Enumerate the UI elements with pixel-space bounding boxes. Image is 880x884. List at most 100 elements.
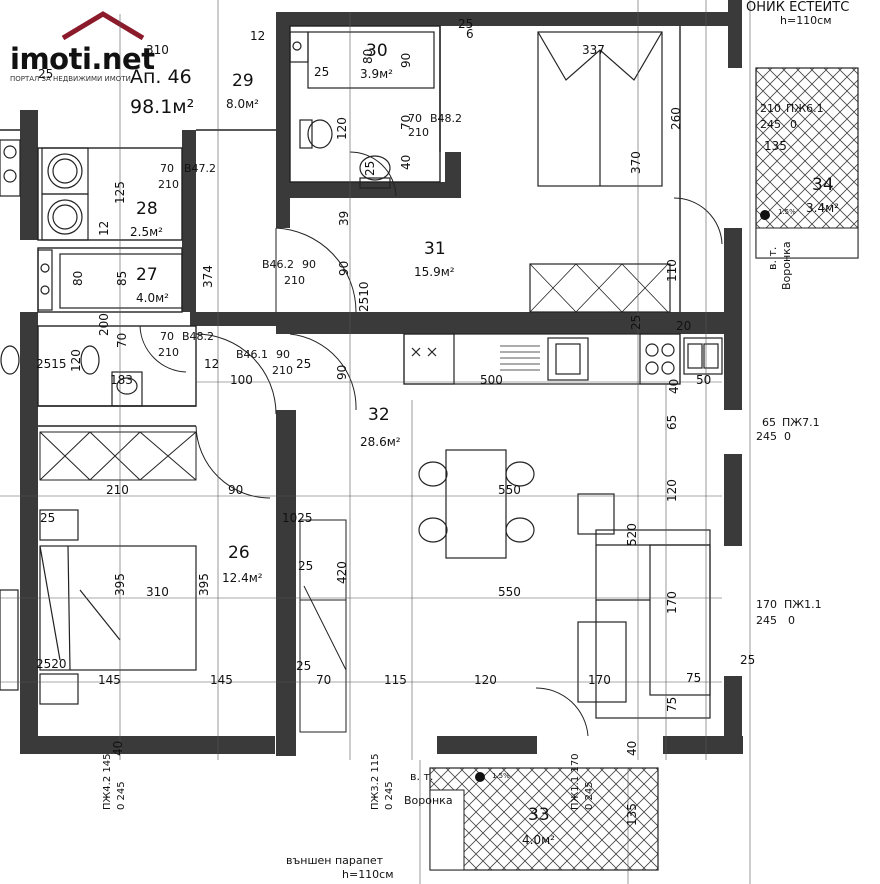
plan-label: 80 <box>361 49 375 64</box>
apartment-label: Ап. 46 <box>130 66 192 88</box>
plan-label: 25 <box>363 161 377 176</box>
room-number: 32 <box>368 405 390 425</box>
kitchen <box>403 333 723 385</box>
plan-label: 550 <box>498 483 521 497</box>
apartment-area-value: 98.1м² <box>130 96 195 118</box>
plan-label: ПЖ1.1 <box>784 598 822 611</box>
plan-label: 395 <box>197 573 211 596</box>
apartment-number: Ап. 46 <box>130 66 192 88</box>
header-text: ОНИК ЕСТЕЙТС <box>746 0 850 15</box>
plan-label: В46.1 <box>236 348 268 361</box>
plan-label: 90 <box>399 53 413 68</box>
plan-label: 25 <box>38 67 53 81</box>
brand-logo: imoti.net ПОРТАЛ ЗА НЕДВИЖИМИ ИМОТИ <box>8 8 178 88</box>
plan-label: 80 <box>71 271 85 286</box>
plan-label: 2510 <box>357 281 371 312</box>
header-watermark: ОНИК ЕСТЕЙТС <box>746 0 849 15</box>
apartment-area: 98.1м² <box>130 96 194 118</box>
room-labels: 29 8.0м² 30 3.9м² 31 15.9м² 28 2.5м² 27 … <box>130 41 839 847</box>
plan-label: 135 <box>764 139 787 153</box>
room-number: 28 <box>136 199 158 219</box>
plan-label: В48.2 <box>430 112 462 125</box>
plan-label: 210 <box>106 483 129 497</box>
plan-label: в. т. <box>766 247 779 270</box>
plan-label: 370 <box>629 151 643 174</box>
room-number: 33 <box>528 805 550 825</box>
roof-icon <box>61 11 145 41</box>
plan-label: в. т. <box>410 770 433 783</box>
room-area: 3.9м² <box>360 67 393 81</box>
slope-labels: 1.5% 1.5% <box>492 208 796 780</box>
plan-label: 25 <box>40 511 55 525</box>
plan-label: 50 <box>696 373 711 387</box>
plan-label: 40 <box>111 741 125 756</box>
room-area: 12.4м² <box>222 571 263 585</box>
room-area: 4.0м² <box>136 291 169 305</box>
plan-label: 395 <box>113 573 127 596</box>
plan-label: 40 <box>399 155 413 170</box>
wardrobes <box>39 431 347 733</box>
plan-label: 210 <box>272 364 293 377</box>
plan-label: 145 <box>98 673 121 687</box>
plan-label: 0 245 <box>116 781 127 810</box>
room-area: 3.4м² <box>806 201 839 215</box>
plan-label: 70 <box>316 673 331 687</box>
plan-label: 210 <box>408 126 429 139</box>
balcony-34 <box>755 67 859 259</box>
plan-label: 120 <box>69 349 83 372</box>
room-number: 26 <box>228 543 250 563</box>
plan-label: 550 <box>498 585 521 599</box>
plan-label: 85 <box>115 271 129 286</box>
plan-label: 65 <box>665 415 679 430</box>
plan-label: 0 <box>784 430 791 443</box>
plan-label: ПЖ7.1 <box>782 416 820 429</box>
plan-label: ПЖ1.1 170 <box>570 754 581 810</box>
dimension-lines <box>0 0 751 884</box>
room-area: 8.0м² <box>226 97 259 111</box>
plan-label: В48.2 <box>182 330 214 343</box>
plan-label: 0 245 <box>384 781 395 810</box>
plan-label: 25 <box>740 653 755 667</box>
room-area: 15.9м² <box>414 265 455 279</box>
door-swings <box>139 151 723 737</box>
brand-tagline: ПОРТАЛ ЗА НЕДВИЖИМИ ИМОТИ <box>10 75 131 83</box>
plan-label: 210 <box>158 346 179 359</box>
plan-label: 90 <box>228 483 243 497</box>
plan-label: външен парапет <box>286 854 384 867</box>
plan-label: 25 <box>629 315 643 330</box>
plan-label: 120 <box>474 673 497 687</box>
plan-label: 120 <box>665 479 679 502</box>
room-number: 34 <box>812 175 834 195</box>
bed-room-26 <box>0 509 197 705</box>
walls <box>20 0 743 756</box>
room-number: 27 <box>136 265 158 285</box>
plan-label: 115 <box>384 673 407 687</box>
plan-label: 210 <box>284 274 305 287</box>
room-number: 31 <box>424 239 446 259</box>
plan-label: 70 <box>115 333 129 348</box>
plan-label: 1.5% <box>778 208 796 216</box>
plan-label: 65 <box>762 416 776 429</box>
plan-label: ПЖ4.2 145 <box>102 754 113 810</box>
plan-label: 25 <box>298 559 313 573</box>
plan-label: 39 <box>337 211 351 226</box>
plan-label: 25 <box>458 17 473 31</box>
plan-label: 420 <box>335 561 349 584</box>
plan-label: 170 <box>665 591 679 614</box>
plan-label: 90 <box>337 261 351 276</box>
plan-label: 0 <box>790 118 797 131</box>
plan-label: 260 <box>669 107 683 130</box>
plan-label: 170 <box>588 673 611 687</box>
room-area: 2.5м² <box>130 225 163 239</box>
plan-label: 25 <box>314 65 329 79</box>
plan-label: 245 <box>756 430 777 443</box>
sofa <box>595 529 711 719</box>
plan-label: В46.2 <box>262 258 294 271</box>
plan-label: 70 <box>160 330 174 343</box>
laundry-fixtures <box>0 139 183 407</box>
plan-label: 1025 <box>282 511 313 525</box>
plan-label: 100 <box>230 373 253 387</box>
plan-label: h=110см <box>342 868 394 881</box>
bed-room-31 <box>529 31 671 313</box>
